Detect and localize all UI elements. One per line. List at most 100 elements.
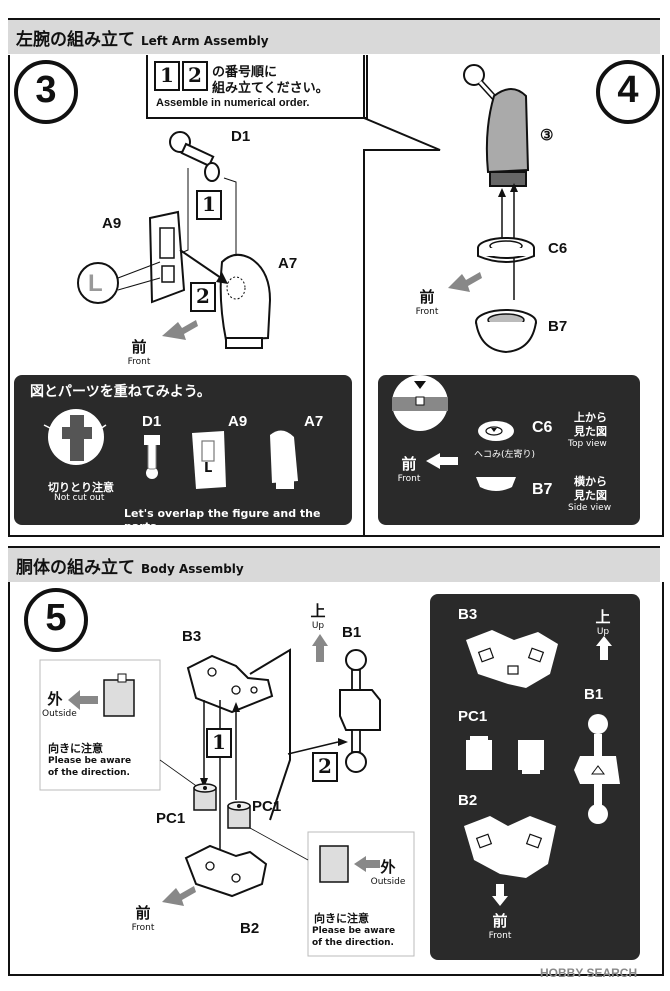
arrow-number-1: 1 bbox=[196, 190, 222, 220]
front-en: Front bbox=[415, 307, 439, 317]
up-jp: 上 bbox=[310, 602, 326, 620]
section-title-jp: 左腕の組み立て bbox=[16, 30, 135, 50]
body-reference-panel: B3 PC1 B2 B1 上 Up 前 Front bbox=[430, 594, 640, 960]
panel4-front: 前 Front bbox=[396, 453, 422, 484]
section-title-en: Left Arm Assembly bbox=[141, 34, 269, 48]
body-reference-drawing bbox=[464, 630, 620, 906]
panel5-front: 前 Front bbox=[486, 910, 514, 941]
front-indicator-3: 前 Front bbox=[126, 336, 152, 367]
body-arrow-number-1: 1 bbox=[206, 728, 232, 758]
step-3-4-frame bbox=[8, 55, 664, 537]
label-ref-3: ③ bbox=[540, 127, 554, 144]
panel3-label-a7: A7 bbox=[304, 413, 324, 430]
top-view-jp-1: 上から bbox=[574, 411, 607, 424]
front-jp: 前 bbox=[131, 338, 147, 356]
step-number-4: 4 bbox=[596, 60, 660, 124]
section-header-left-arm: 左腕の組み立て Left Arm Assembly bbox=[8, 18, 660, 54]
section-title-jp: 胴体の組み立て bbox=[16, 558, 135, 578]
caution-jp-right: 向きに注意 bbox=[314, 912, 369, 925]
side-view-jp-2: 見た図 bbox=[574, 489, 607, 502]
caution-en-right-2: of the direction. bbox=[312, 938, 394, 948]
front-jp: 前 bbox=[401, 455, 417, 473]
panel4-label-b7: B7 bbox=[532, 481, 553, 498]
caution-en-left-1: Please be aware bbox=[48, 756, 132, 766]
overlap-tip-panel: 図とパーツを重ねてみよう。 D1 A9 A7 L 切りとり注意 Not cut … bbox=[14, 375, 352, 533]
order-number-1: 1 bbox=[154, 61, 180, 91]
panel5-label-b1: B1 bbox=[584, 686, 604, 703]
outside-en: Outside bbox=[370, 877, 406, 887]
up-jp: 上 bbox=[595, 608, 611, 626]
caution-jp-left: 向きに注意 bbox=[48, 742, 103, 755]
top-view-en: Top view bbox=[568, 439, 607, 449]
section-title-en: Body Assembly bbox=[141, 562, 244, 576]
outside-indicator-left: 外 Outside bbox=[42, 688, 77, 719]
label-d1: D1 bbox=[231, 128, 251, 145]
step-number-5: 5 bbox=[24, 588, 88, 652]
label-pc1-left: PC1 bbox=[156, 810, 186, 827]
panel5-label-pc1: PC1 bbox=[458, 708, 488, 725]
hekomi-label: ヘコみ(左寄り) bbox=[474, 450, 536, 460]
view-tip-drawing bbox=[392, 375, 516, 491]
panel3-label-l: L bbox=[204, 461, 213, 476]
front-indicator-5: 前 Front bbox=[130, 902, 156, 933]
front-en: Front bbox=[397, 474, 421, 484]
panel4-label-c6: C6 bbox=[532, 419, 553, 436]
panel5-label-b3: B3 bbox=[458, 606, 478, 623]
section-title: 左腕の組み立て Left Arm Assembly bbox=[16, 25, 269, 50]
overlap-tip-title: 図とパーツを重ねてみよう。 bbox=[30, 384, 211, 400]
note-jp-1: の番号順に bbox=[212, 65, 278, 80]
up-en: Up bbox=[311, 621, 325, 631]
front-en: Front bbox=[131, 923, 155, 933]
up-en: Up bbox=[596, 627, 610, 637]
panel5-label-b2: B2 bbox=[458, 792, 478, 809]
up-indicator: 上 Up bbox=[308, 600, 328, 631]
note-en: Assemble in numerical order. bbox=[156, 97, 310, 109]
front-jp: 前 bbox=[135, 904, 151, 922]
label-l: L bbox=[88, 270, 103, 297]
label-b7: B7 bbox=[548, 318, 568, 335]
section-header-body: 胴体の組み立て Body Assembly bbox=[8, 546, 660, 582]
step-number-3: 3 bbox=[14, 60, 78, 124]
arrow-number-2: 2 bbox=[190, 282, 216, 312]
side-view-jp-1: 横から bbox=[574, 475, 607, 488]
front-jp: 前 bbox=[492, 912, 508, 930]
outside-jp: 外 bbox=[380, 858, 396, 876]
caution-en-right-1: Please be aware bbox=[312, 926, 396, 936]
front-en: Front bbox=[488, 931, 512, 941]
outside-jp: 外 bbox=[47, 690, 63, 708]
panel3-label-d1: D1 bbox=[142, 413, 162, 430]
not-cut-en: Not cut out bbox=[54, 493, 105, 503]
order-number-2: 2 bbox=[182, 61, 208, 91]
dent-label: dent bbox=[408, 419, 431, 430]
caution-en-left-2: of the direction. bbox=[48, 768, 130, 778]
label-b2: B2 bbox=[240, 920, 260, 937]
side-view-en: Side view bbox=[568, 503, 612, 513]
overlap-tip-drawing bbox=[43, 409, 298, 489]
label-b1: B1 bbox=[342, 624, 362, 641]
not-cut-jp: 切りとり注意 bbox=[48, 481, 114, 494]
watermark: HOBBY SEARCH bbox=[540, 966, 638, 980]
view-tip-panel: dent C6 上から 見た図 Top view ヘコみ(左寄り) B7 横から… bbox=[378, 375, 640, 525]
body-arrow-number-2: 2 bbox=[312, 752, 338, 782]
label-pc1-right: PC1 bbox=[252, 798, 282, 815]
top-view-jp-2: 見た図 bbox=[574, 425, 607, 438]
note-jp-2: 組み立てください。 bbox=[212, 81, 329, 96]
label-c6: C6 bbox=[548, 240, 568, 257]
step-5-frame bbox=[8, 582, 664, 976]
label-a9: A9 bbox=[102, 215, 122, 232]
label-a7: A7 bbox=[278, 255, 298, 272]
label-b3: B3 bbox=[182, 628, 202, 645]
overlap-caption: Let's overlap the figure and the parts. bbox=[124, 507, 321, 533]
front-jp: 前 bbox=[419, 288, 435, 306]
section-title: 胴体の組み立て Body Assembly bbox=[16, 553, 244, 578]
part-a7-shape bbox=[219, 253, 272, 349]
outside-en: Outside bbox=[42, 709, 77, 719]
part-a9-shape bbox=[148, 210, 186, 304]
front-en: Front bbox=[127, 357, 151, 367]
panel3-label-a9: A9 bbox=[228, 413, 248, 430]
